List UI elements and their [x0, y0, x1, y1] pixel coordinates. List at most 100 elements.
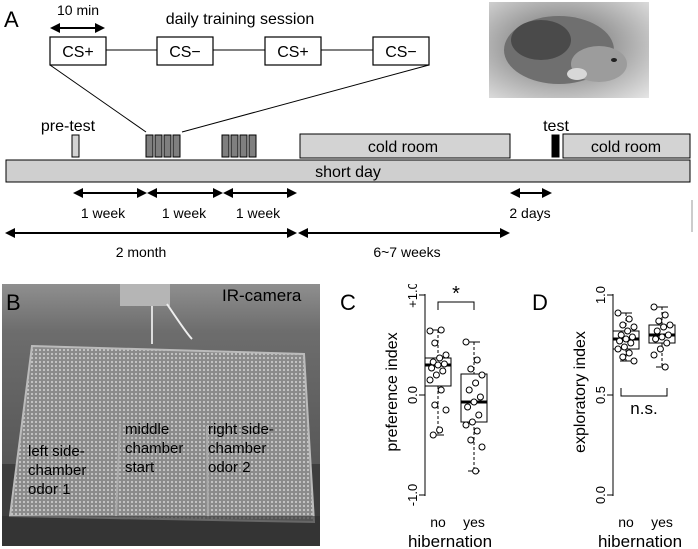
- data-point: [614, 309, 622, 317]
- cs-box: [264, 36, 322, 66]
- cold-room-label: cold room: [591, 139, 661, 156]
- data-point: [628, 333, 636, 341]
- data-point: [472, 467, 480, 475]
- data-point: [622, 335, 630, 343]
- chamber-text: chamber: [208, 440, 267, 457]
- data-point: [467, 436, 475, 444]
- cs-box: [49, 36, 107, 66]
- test-label: test: [543, 118, 569, 135]
- training-day-bar: [230, 134, 239, 158]
- cs-label: CS+: [62, 44, 94, 61]
- zoom-line-left: [49, 64, 147, 133]
- hamster-illustration: [504, 16, 627, 84]
- hamster-eye: [611, 58, 617, 62]
- cold-room-bar: [562, 133, 691, 159]
- panel-b-letter: B: [6, 290, 21, 315]
- data-point: [661, 311, 669, 319]
- data-point: [431, 339, 439, 347]
- training-day-bar: [221, 134, 230, 158]
- data-point: [439, 367, 447, 375]
- y-tick-label: 0.0: [405, 386, 420, 404]
- camera: [120, 284, 170, 306]
- cold-room-label: cold room: [368, 139, 438, 156]
- apparatus-photo: IR-camera B left side- chamber odor 1 mi…: [2, 284, 320, 546]
- arrow-head-left: [223, 188, 233, 198]
- cs-box: [372, 36, 430, 66]
- data-point: [429, 431, 437, 439]
- data-point: [658, 333, 666, 341]
- y-tick-label: 1.0: [593, 286, 608, 304]
- zoom-line-right: [181, 64, 430, 133]
- data-point: [661, 363, 669, 371]
- panel-c-letter: C: [340, 290, 356, 315]
- y-axis-label: exploratory index: [572, 331, 589, 453]
- panel-d-letter: D: [532, 290, 548, 315]
- data-point: [663, 339, 671, 347]
- data-point: [620, 343, 628, 351]
- x-tick-label: yes: [651, 514, 673, 530]
- days-label: 2 days: [509, 205, 550, 221]
- cs-label: CS+: [277, 44, 309, 61]
- training-day-bar: [239, 134, 248, 158]
- significance-label: n.s.: [630, 399, 657, 418]
- data-point: [656, 345, 664, 353]
- data-point: [428, 364, 436, 372]
- data-point: [464, 403, 472, 411]
- arrow-head-left: [510, 188, 520, 198]
- data-point: [437, 386, 445, 394]
- short-day-bar: [5, 159, 691, 183]
- training-day-bar: [154, 134, 163, 158]
- data-point: [619, 353, 627, 361]
- data-point: [462, 421, 470, 429]
- chamber-text: middle: [125, 421, 170, 438]
- data-point: [630, 357, 638, 365]
- short-day-label: short day: [315, 164, 381, 181]
- data-point: [436, 354, 444, 362]
- arrow-head-right: [137, 188, 147, 198]
- y-tick-label: +1.0: [405, 284, 420, 308]
- chamber-text: start: [125, 459, 155, 476]
- exploratory-chart: D exploratory index 1.0 0.5 0.0 n.s. no …: [532, 286, 682, 549]
- weeks-label: 6~7 weeks: [373, 244, 440, 260]
- data-point: [666, 321, 674, 329]
- plot-area: n.s.: [612, 303, 676, 418]
- chamber-text: chamber: [125, 440, 184, 457]
- arrow-head-right: [542, 188, 552, 198]
- data-point: [442, 406, 450, 414]
- data-point: [436, 426, 444, 434]
- training-day-bar: [248, 134, 257, 158]
- pre-test-bar: [71, 134, 80, 158]
- chamber-divider: [115, 423, 121, 517]
- data-point: [630, 323, 638, 331]
- arrow-head-right: [95, 23, 105, 33]
- session-title: daily training session: [166, 11, 315, 28]
- duration-label: 10 min: [57, 2, 99, 18]
- panel-a-diagram: A 10 min daily training session CS+ CS− …: [4, 2, 693, 260]
- data-point: [625, 349, 633, 357]
- data-point: [468, 418, 476, 426]
- data-point: [470, 398, 478, 406]
- chamber-text: right side-: [208, 421, 274, 438]
- data-point: [655, 317, 663, 325]
- data-point: [627, 339, 635, 347]
- hamster-paws: [567, 68, 587, 80]
- data-point: [472, 379, 480, 387]
- y-axis-label: preference index: [384, 332, 401, 451]
- cs-label: CS−: [169, 44, 201, 61]
- data-point: [616, 337, 624, 345]
- data-point: [462, 338, 470, 346]
- data-point: [660, 323, 668, 331]
- arrow-head-right: [287, 188, 297, 198]
- data-point: [440, 360, 448, 368]
- data-point: [478, 443, 486, 451]
- data-point: [426, 327, 434, 335]
- week-label: 1 week: [81, 205, 126, 221]
- camera-cable: [166, 303, 193, 340]
- arrow-head-left: [50, 23, 60, 33]
- preference-chart: C preference index +1.0 0.0 -1.0 * no ye…: [340, 284, 492, 549]
- significance-label: *: [452, 284, 460, 305]
- x-tick-label: no: [430, 514, 446, 530]
- week-label: 1 week: [236, 205, 281, 221]
- data-point: [619, 321, 627, 329]
- chamber-text: odor 2: [208, 459, 251, 476]
